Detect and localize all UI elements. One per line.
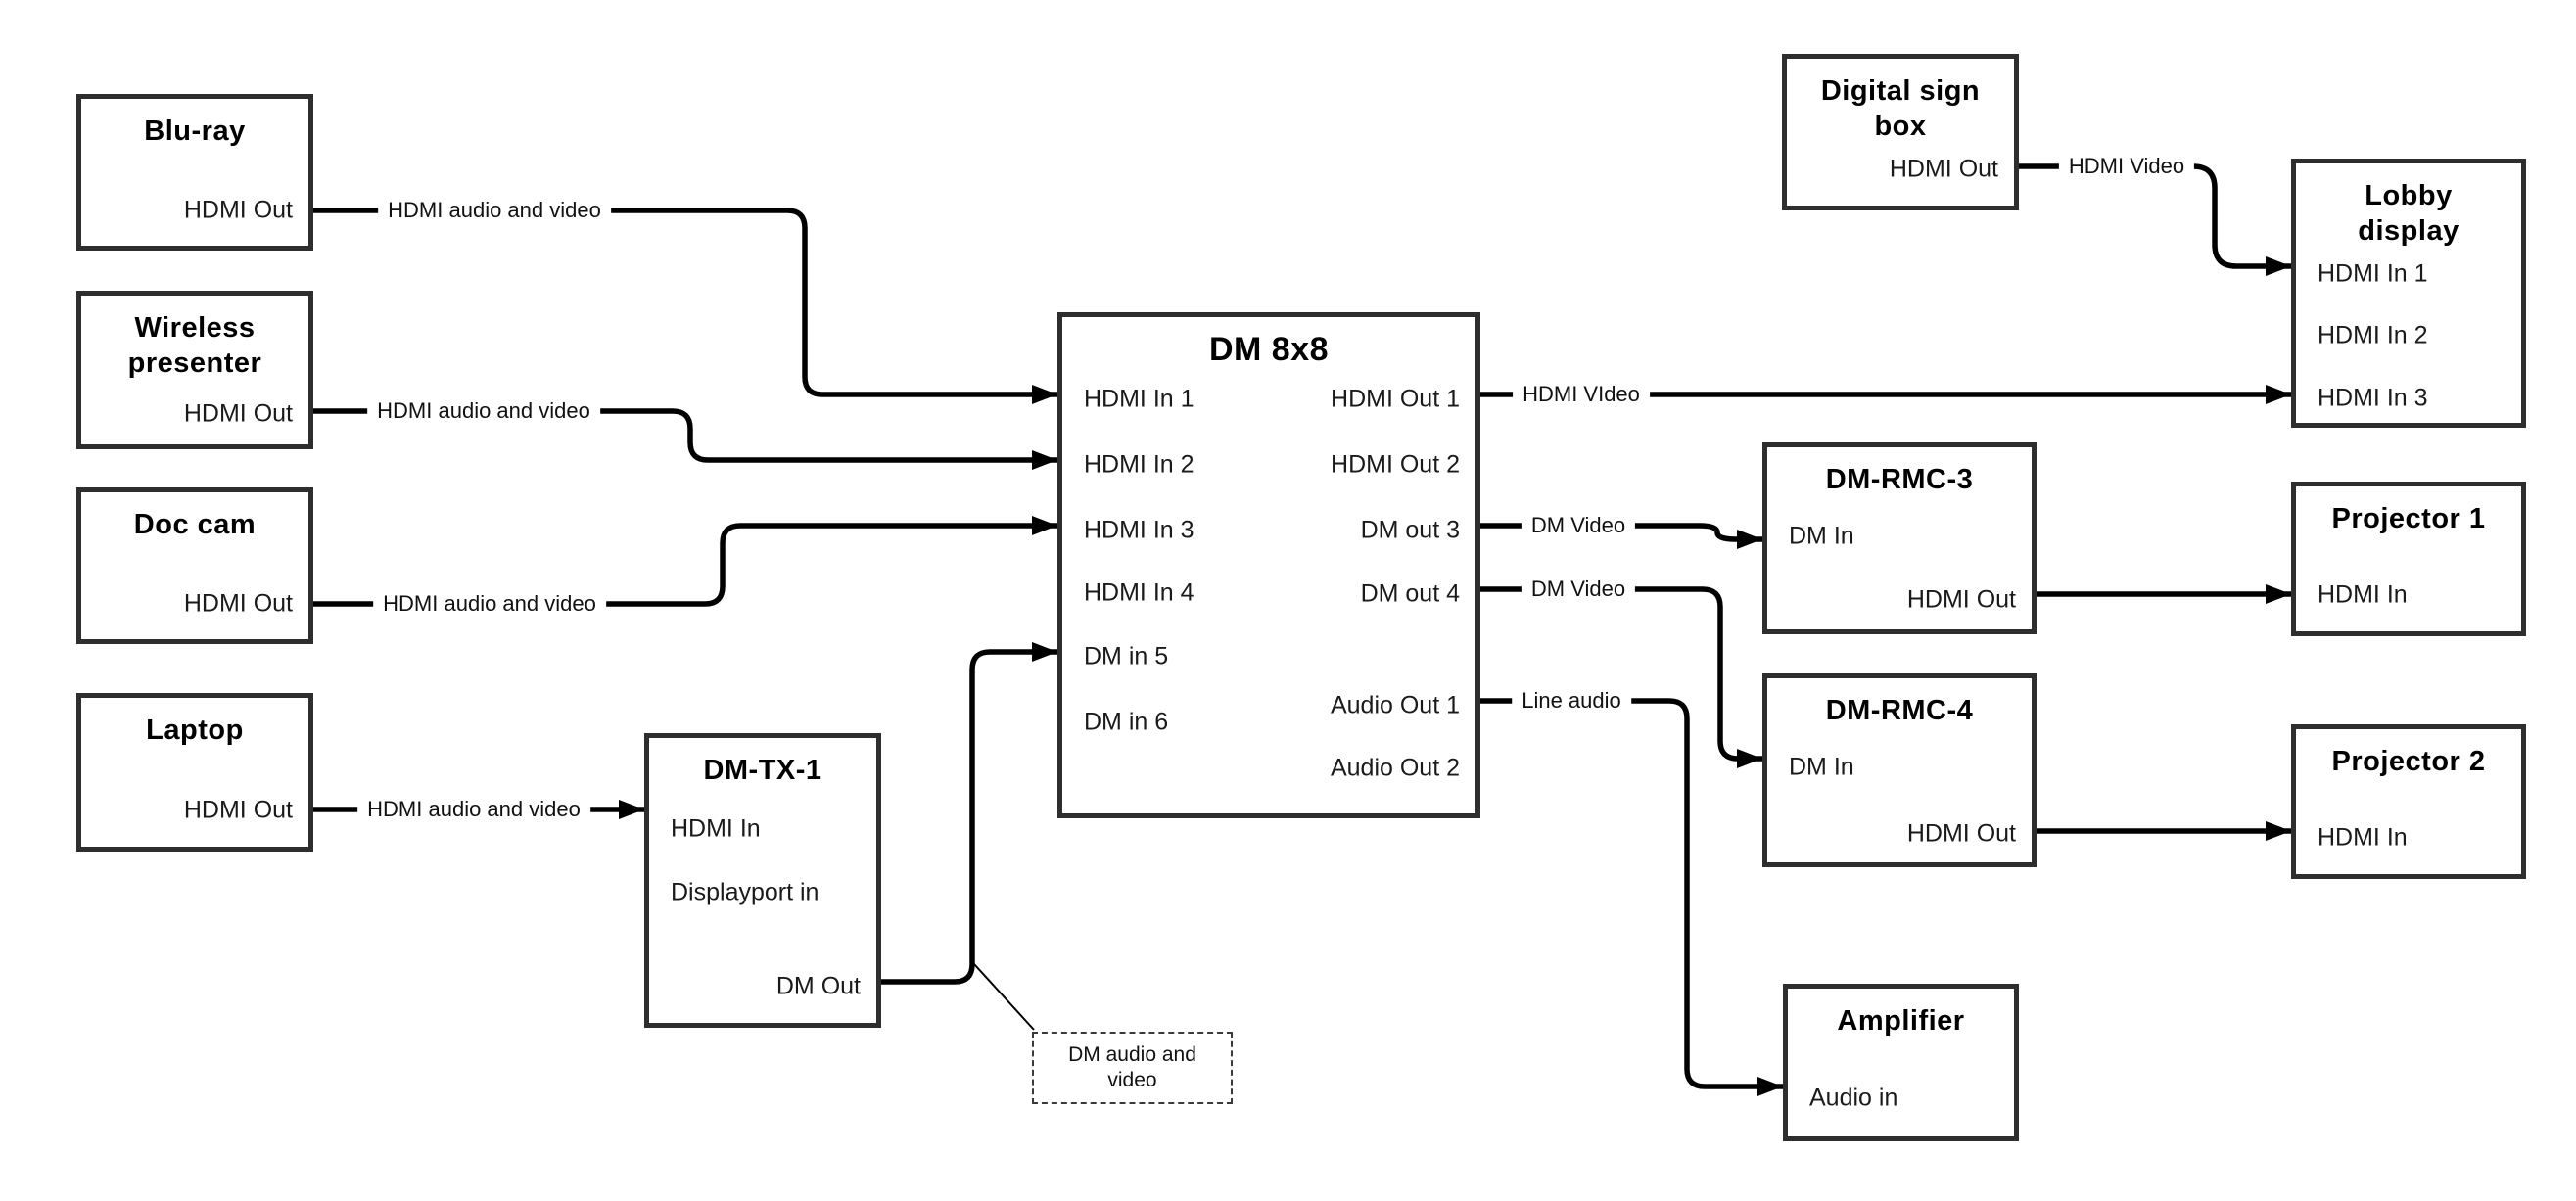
wire-label-5: HDMI VIdeo (1513, 379, 1650, 410)
node-title-blu-ray: Blu-ray (144, 115, 246, 147)
port-laptop-hdmi-out: HDMI Out (183, 796, 293, 824)
port-projector-2-hdmi-in: HDMI In (2318, 823, 2408, 852)
port-dm-8x8-hdmi-out-1: HDMI Out 1 (1331, 385, 1460, 413)
port-dm-8x8-hdmi-in-1: HDMI In 1 (1084, 385, 1194, 413)
node-title-projector-2: Projector 2 (2331, 746, 2486, 777)
annotation-leader-line (973, 963, 1035, 1031)
node-title-dm-8x8: DM 8x8 (1208, 331, 1330, 368)
node-title-amplifier: Amplifier (1837, 1005, 1965, 1037)
port-dm-tx-1-hdmi-in: HDMI In (671, 814, 761, 843)
node-projector-1: Projector 1 HDMI In (2291, 482, 2526, 636)
port-dm-8x8-hdmi-in-4: HDMI In 4 (1084, 578, 1194, 607)
port-lobby-display-hdmi-in-3: HDMI In 3 (2318, 384, 2428, 412)
node-title-projector-1: Projector 1 (2331, 503, 2486, 534)
wire-label-6: DM Video (1521, 510, 1636, 541)
port-amplifier-audio-in: Audio in (1809, 1084, 1898, 1112)
wire-doc-cam-hdmi-out-to-dm-8x8-hdmi-in-3 (313, 516, 1057, 607)
port-dm-8x8-hdmi-in-2: HDMI In 2 (1084, 450, 1194, 479)
port-dm-tx-1-dm-out: DM Out (775, 972, 861, 1000)
port-doc-cam-hdmi-out: HDMI Out (183, 589, 293, 618)
wire-label-1: HDMI audio and video (367, 395, 600, 427)
port-dm-rmc-4-dm-in: DM In (1789, 753, 1854, 781)
wire-wireless-presenter-hdmi-out-to-dm-8x8-hdmi-in-2 (313, 408, 1057, 470)
node-projector-2: Projector 2 HDMI In (2291, 724, 2526, 879)
node-dm-rmc-3: DM-RMC-3 DM In HDMI Out (1762, 442, 2037, 634)
port-lobby-display-hdmi-in-2: HDMI In 2 (2318, 321, 2428, 349)
port-wireless-presenter-hdmi-out: HDMI Out (183, 399, 293, 428)
wire-label-2: HDMI audio and video (373, 588, 606, 620)
node-title-dm-rmc-3: DM-RMC-3 (1825, 464, 1974, 495)
port-dm-8x8-dm-in-5: DM in 5 (1084, 642, 1169, 670)
port-dm-8x8-dm-in-6: DM in 6 (1084, 708, 1169, 736)
port-dm-rmc-3-dm-in: DM In (1789, 522, 1854, 550)
wire-label-0: HDMI audio and video (378, 195, 611, 226)
node-title-dm-tx-1: DM-TX-1 (703, 755, 822, 786)
port-dm-8x8-hdmi-in-3: HDMI In 3 (1084, 516, 1194, 544)
port-dm-tx-1-displayport-in: Displayport in (671, 878, 820, 906)
port-projector-1-hdmi-in: HDMI In (2318, 580, 2408, 609)
port-dm-8x8-dm-out-3: DM out 3 (1360, 516, 1460, 544)
node-title-laptop: Laptop (146, 715, 244, 746)
wire-dm-tx-1-dm-out-to-dm-8x8-dm-in-5 (881, 642, 1057, 985)
wire-label-7: DM Video (1521, 574, 1636, 605)
wire-blu-ray-hdmi-out-to-dm-8x8-hdmi-in-1 (313, 208, 1057, 404)
port-dm-8x8-audio-out-1: Audio Out 1 (1330, 691, 1460, 719)
port-dm-8x8-dm-out-4: DM out 4 (1360, 579, 1460, 608)
wire-digital-sign-box-hdmi-out-to-lobby-display-hdmi-in-1 (2019, 163, 2291, 276)
port-dm-8x8-hdmi-out-2: HDMI Out 2 (1331, 450, 1460, 479)
wire-label-8: Line audio (1512, 685, 1631, 716)
node-title-dm-rmc-4: DM-RMC-4 (1825, 695, 1974, 726)
port-blu-ray-hdmi-out: HDMI Out (183, 196, 293, 224)
port-digital-sign-box-hdmi-out: HDMI Out (1889, 155, 1998, 183)
port-lobby-display-hdmi-in-1: HDMI In 1 (2318, 259, 2428, 288)
wire-dm-8x8-audio-out-1-to-amplifier-audio-in (1480, 698, 1783, 1096)
port-dm-rmc-3-hdmi-out: HDMI Out (1906, 585, 2016, 614)
wire-dm-8x8-dm-out-4-to-dm-rmc-4-dm-in (1480, 586, 1762, 768)
port-dm-rmc-4-hdmi-out: HDMI Out (1906, 819, 2016, 848)
wire-label-11: HDMI Video (2058, 151, 2195, 182)
node-dm-rmc-4: DM-RMC-4 DM In HDMI Out (1762, 673, 2037, 867)
port-dm-8x8-audio-out-2: Audio Out 2 (1330, 754, 1460, 782)
wire-label-3: HDMI audio and video (357, 794, 590, 825)
wire-dm-8x8-dm-out-3-to-dm-rmc-3-dm-in (1480, 523, 1762, 549)
node-title-doc-cam: Doc cam (133, 509, 257, 540)
